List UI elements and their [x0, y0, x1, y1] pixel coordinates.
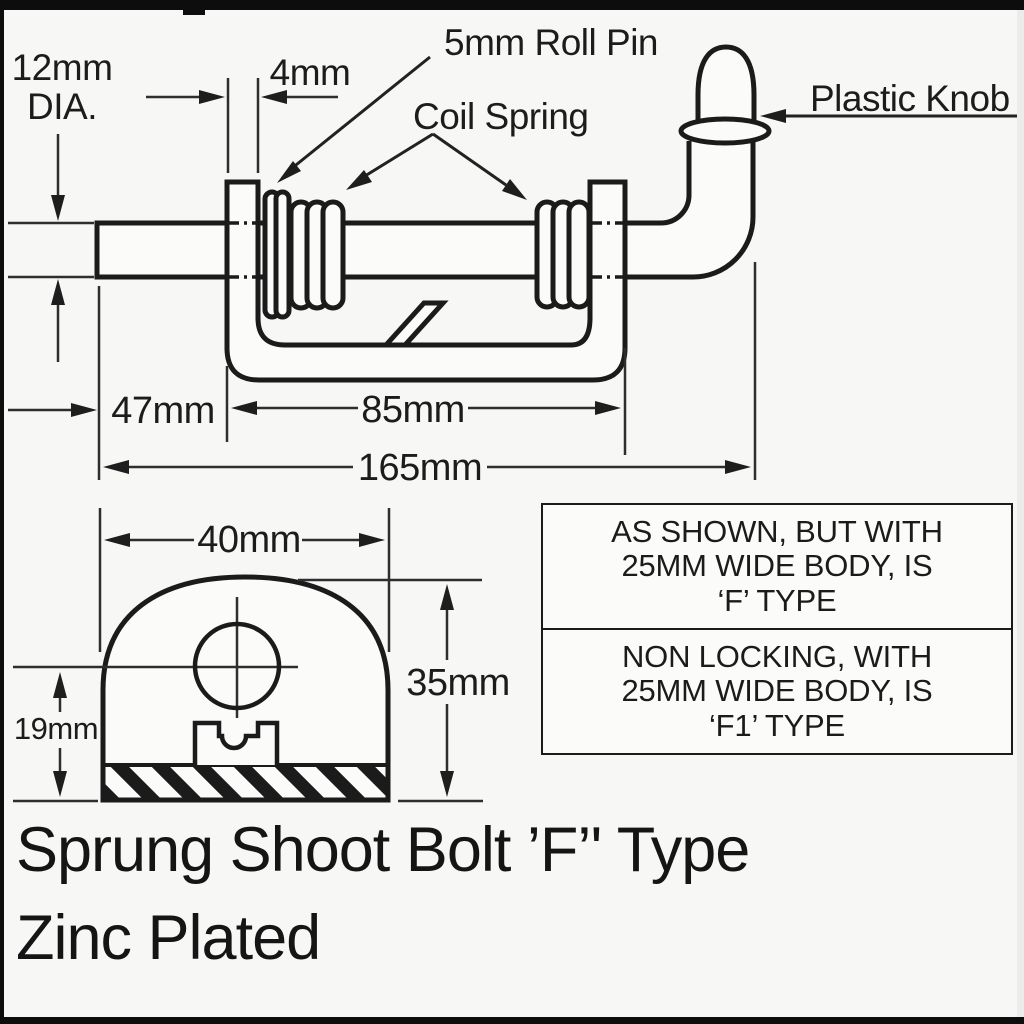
front-body [100, 574, 391, 803]
variant-f-line1: AS SHOWN, BUT WITH [611, 513, 943, 549]
variant-f-line3: ‘F’ TYPE [717, 582, 837, 618]
plastic-knob-label: Plastic Knob [810, 78, 1010, 119]
variant-f1-note: NON LOCKING, WITH 25MM WIDE BODY, IS ‘F1… [543, 628, 1011, 753]
locking-slot [380, 300, 449, 348]
dimension-lines [8, 55, 1017, 803]
variant-f1-line2: 25MM WIDE BODY, IS [621, 673, 933, 709]
top-border-bar [0, 0, 1024, 10]
front-view-drawing [13, 574, 391, 803]
diameter-label: 12mm DIA. [8, 48, 116, 126]
coil-spring-label: Coil Spring [413, 96, 589, 137]
roll-pin-label: 5mm Roll Pin [444, 22, 659, 63]
bolt-rod-fill [97, 130, 753, 277]
wall-thickness-label: 4mm [269, 52, 351, 93]
hidden-line-dashdot [229, 221, 623, 279]
side-view-drawing [94, 44, 772, 383]
variant-info-box: AS SHOWN, BUT WITH 25MM WIDE BODY, IS ‘F… [541, 503, 1013, 755]
dimension-85mm: 85mm [361, 389, 465, 431]
coil-spring-right [534, 199, 592, 310]
dimension-47mm: 47mm [111, 390, 215, 432]
dimension-19mm: 19mm [13, 711, 99, 746]
knob-flange [678, 116, 772, 146]
variant-f-line2: 25MM WIDE BODY, IS [621, 548, 933, 584]
bolt-rod [94, 141, 756, 280]
crosshair [13, 597, 298, 718]
product-title-line1: Sprung Shoot Bolt ’F’' Type [16, 815, 750, 885]
variant-f-note: AS SHOWN, BUT WITH 25MM WIDE BODY, IS ‘F… [543, 505, 1011, 628]
hatched-base [104, 766, 387, 799]
arrowheads [51, 90, 786, 797]
diameter-label-line1: 12mm [11, 47, 113, 88]
dimension-165mm: 165mm [357, 447, 483, 489]
plastic-knob [678, 44, 772, 146]
top-border-mark [183, 0, 205, 15]
product-title: Sprung Shoot Bolt ’F’' Type Zinc Plated [16, 806, 750, 982]
guide-block [192, 720, 280, 765]
coil-spring-left [288, 199, 346, 311]
knob-dome [695, 44, 757, 124]
left-border-line [0, 8, 4, 1018]
variant-f1-line1: NON LOCKING, WITH [621, 638, 933, 674]
bottom-border-bar [0, 1017, 1024, 1024]
dimension-40mm: 40mm [197, 519, 301, 561]
right-edge-shade [1017, 10, 1024, 1017]
diameter-label-line2: DIA. [27, 86, 97, 127]
dimension-35mm: 35mm [406, 662, 510, 704]
product-title-line2: Zinc Plated [16, 903, 321, 973]
variant-f1-line3: ‘F1’ TYPE [708, 707, 846, 743]
roll-pin [262, 189, 292, 320]
bolt-hole [192, 621, 282, 711]
